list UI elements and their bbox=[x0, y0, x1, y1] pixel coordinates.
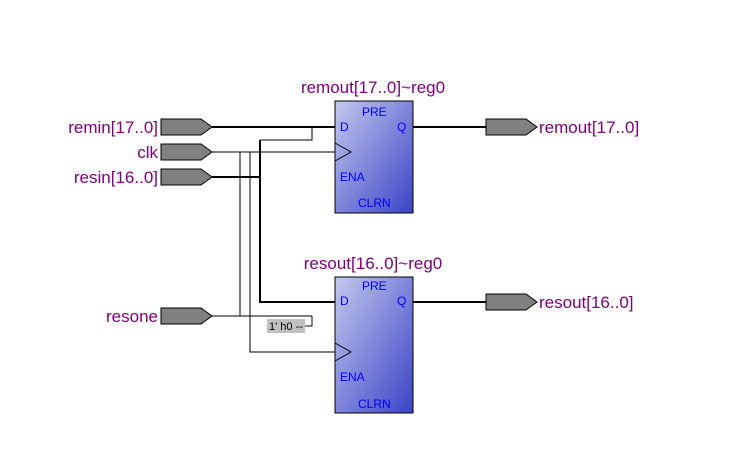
input-label-clk: clk bbox=[137, 143, 158, 162]
clock-triangle bbox=[334, 142, 353, 162]
wires bbox=[212, 126, 486, 353]
register-remout[interactable]: remout[17..0]~reg0 PRE D Q ENA CLRN bbox=[301, 78, 445, 214]
output-port-shape bbox=[485, 293, 538, 311]
pin-clrn: CLRN bbox=[358, 196, 391, 210]
register-title: resout[16..0]~reg0 bbox=[304, 254, 442, 273]
wire-resin-stub bbox=[260, 127, 313, 141]
wire-clk-reg2 bbox=[249, 152, 335, 353]
output-port-remout[interactable]: remout[17..0] bbox=[485, 118, 639, 137]
output-label-resout: resout[16..0] bbox=[539, 293, 634, 312]
output-port-shape bbox=[485, 118, 538, 136]
constant-box: 1' h0 -- bbox=[267, 319, 305, 333]
register-title: remout[17..0]~reg0 bbox=[301, 78, 445, 97]
input-label-remin: remin[17..0] bbox=[68, 118, 158, 137]
output-label-remout: remout[17..0] bbox=[539, 118, 639, 137]
input-port-remin[interactable]: remin[17..0] bbox=[68, 118, 213, 137]
constant-label: 1' h0 -- bbox=[269, 321, 303, 333]
input-port-shape bbox=[160, 143, 213, 161]
input-port-resin[interactable]: resin[16..0] bbox=[74, 168, 213, 187]
wire-resin-trunk bbox=[259, 140, 335, 303]
register-body bbox=[334, 100, 414, 214]
pin-pre: PRE bbox=[362, 279, 387, 293]
pin-clrn: CLRN bbox=[358, 397, 391, 411]
input-port-shape bbox=[160, 307, 213, 325]
input-label-resone: resone bbox=[106, 307, 158, 326]
input-port-shape bbox=[160, 118, 213, 136]
pin-q: Q bbox=[397, 294, 406, 308]
input-port-shape bbox=[160, 168, 213, 186]
output-port-resout[interactable]: resout[16..0] bbox=[485, 293, 634, 312]
register-resout[interactable]: resout[16..0]~reg0 PRE D Q ENA CLRN bbox=[304, 254, 442, 414]
register-body bbox=[334, 276, 414, 414]
pin-d: D bbox=[340, 120, 349, 134]
pin-q: Q bbox=[397, 120, 406, 134]
input-label-resin: resin[16..0] bbox=[74, 168, 158, 187]
pin-ena: ENA bbox=[340, 370, 365, 384]
pin-pre: PRE bbox=[362, 105, 387, 119]
pin-ena: ENA bbox=[340, 170, 365, 184]
input-port-resone[interactable]: resone bbox=[106, 307, 213, 326]
wire-const bbox=[304, 316, 313, 327]
input-port-clk[interactable]: clk bbox=[137, 143, 213, 162]
pin-d: D bbox=[340, 294, 349, 308]
constant-bg bbox=[267, 319, 305, 333]
clock-triangle bbox=[334, 342, 353, 362]
